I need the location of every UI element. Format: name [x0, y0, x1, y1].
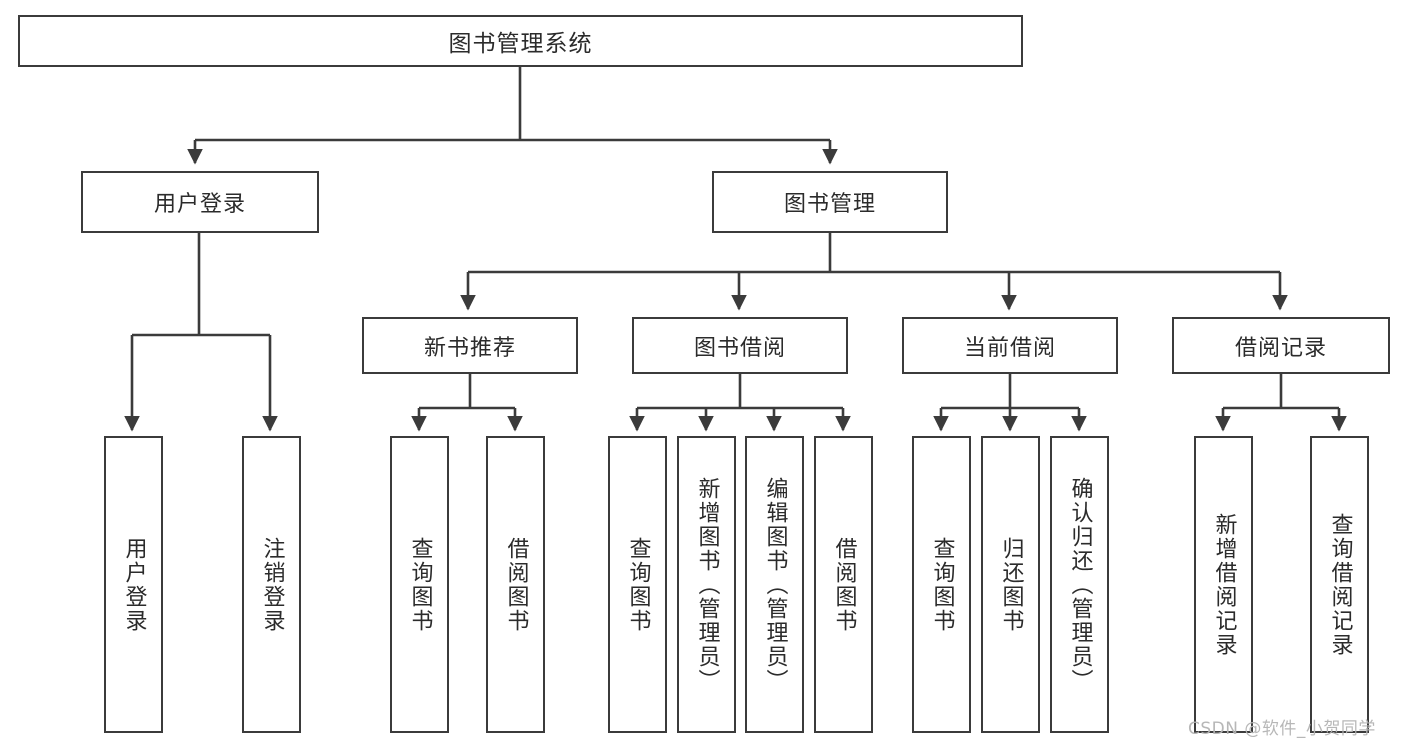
- leaf-borrow-borrow-book-label: 借阅图书: [831, 536, 857, 633]
- leaf-current-confirm-return-admin[interactable]: 确认归还（管理员）: [1050, 436, 1109, 733]
- node-new-book-recommend[interactable]: 新书推荐: [362, 317, 578, 374]
- leaf-new-book-query-label: 查询图书: [407, 536, 433, 633]
- node-new-book-recommend-label: 新书推荐: [423, 335, 516, 361]
- leaf-current-query[interactable]: 查询图书: [912, 436, 971, 733]
- node-root[interactable]: 图书管理系统: [18, 15, 1023, 67]
- leaf-current-return[interactable]: 归还图书: [981, 436, 1040, 733]
- node-book-management-label: 图书管理: [783, 192, 876, 217]
- leaf-user-login-signout-label: 注销登录: [259, 536, 285, 633]
- leaf-user-login-signout[interactable]: 注销登录: [242, 436, 301, 733]
- leaf-borrow-query[interactable]: 查询图书: [608, 436, 667, 733]
- node-borrow-records[interactable]: 借阅记录: [1172, 317, 1390, 374]
- leaf-borrow-add-book-admin[interactable]: 新增图书（管理员）: [677, 436, 736, 733]
- node-current-borrow-label: 当前借阅: [963, 335, 1056, 361]
- leaf-new-book-borrow[interactable]: 借阅图书: [486, 436, 545, 733]
- leaf-current-query-label: 查询图书: [929, 536, 955, 633]
- leaf-borrow-add-book-admin-label: 新增图书（管理员）: [694, 476, 720, 693]
- node-user-login-label: 用户登录: [153, 192, 246, 217]
- node-book-borrow[interactable]: 图书借阅: [632, 317, 848, 374]
- leaf-borrow-edit-book-admin[interactable]: 编辑图书（管理员）: [745, 436, 804, 733]
- node-root-label: 图书管理系统: [448, 31, 593, 57]
- leaf-new-book-query[interactable]: 查询图书: [390, 436, 449, 733]
- leaf-user-login-signin-label: 用户登录: [121, 536, 147, 633]
- leaf-records-query[interactable]: 查询借阅记录: [1310, 436, 1369, 733]
- leaf-borrow-borrow-book[interactable]: 借阅图书: [814, 436, 873, 733]
- leaf-current-return-label: 归还图书: [998, 536, 1024, 633]
- node-current-borrow[interactable]: 当前借阅: [902, 317, 1118, 374]
- leaf-user-login-signin[interactable]: 用户登录: [104, 436, 163, 733]
- node-borrow-records-label: 借阅记录: [1234, 335, 1327, 361]
- node-book-management[interactable]: 图书管理: [712, 171, 948, 233]
- leaf-borrow-edit-book-admin-label: 编辑图书（管理员）: [762, 476, 788, 693]
- watermark-csdn: CSDN @软件_小贺同学: [1188, 719, 1376, 739]
- leaf-borrow-query-label: 查询图书: [625, 536, 651, 633]
- leaf-records-add[interactable]: 新增借阅记录: [1194, 436, 1253, 733]
- leaf-current-confirm-return-admin-label: 确认归还（管理员）: [1067, 476, 1093, 693]
- leaf-new-book-borrow-label: 借阅图书: [503, 536, 529, 633]
- node-book-borrow-label: 图书借阅: [693, 335, 786, 361]
- leaf-records-add-label: 新增借阅记录: [1211, 512, 1237, 657]
- node-user-login[interactable]: 用户登录: [81, 171, 319, 233]
- leaf-records-query-label: 查询借阅记录: [1327, 512, 1353, 657]
